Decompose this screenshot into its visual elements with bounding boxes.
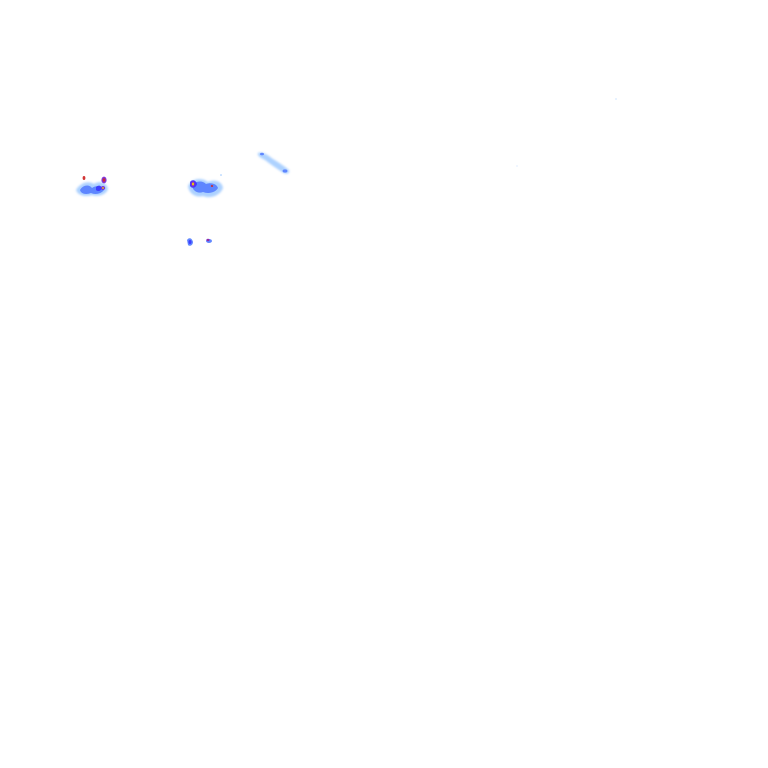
radar-echo-band-north bbox=[257, 152, 290, 174]
radar-echo-cluster-west bbox=[76, 176, 108, 196]
radar-echo-cluster-south bbox=[187, 238, 212, 246]
radar-echo-speckles bbox=[516, 98, 617, 167]
radar-echo-cluster-central bbox=[188, 174, 223, 198]
